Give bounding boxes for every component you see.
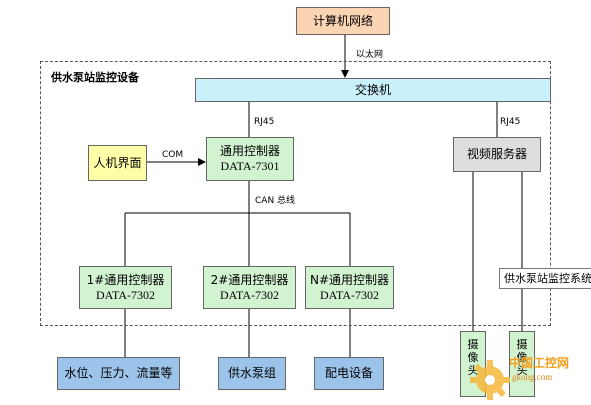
video-server-box: 视频服务器 (453, 137, 541, 172)
system-tooltip: 供水泵站监控系统 (499, 268, 591, 289)
sub-controller-name: N#通用控制器 (309, 272, 390, 287)
camera-char: 摄 (467, 338, 479, 351)
pump-group-label: 供水泵组 (227, 366, 276, 380)
region-title: 供水泵站监控设备 (51, 71, 139, 84)
rj45-right-label: RJ45 (500, 117, 521, 127)
camera-char: 像 (467, 351, 479, 364)
sub-controller-name: 2#通用控制器 (210, 272, 289, 287)
sensors-box: 水位、压力、流量等 (57, 357, 180, 390)
sub-controller-model: DATA-7302 (219, 287, 280, 302)
watermark-url: gkong.com (512, 372, 553, 382)
pump-group-box: 供水泵组 (218, 357, 286, 390)
can-bus-label: CAN 总线 (255, 196, 296, 206)
switch-box: 交换机 (195, 78, 551, 102)
video-server-label: 视频服务器 (466, 147, 527, 161)
sensors-label: 水位、压力、流量等 (64, 366, 173, 380)
sub-controller-name: 1#通用控制器 (86, 272, 165, 287)
pump-station-region (40, 61, 551, 326)
computer-network-label: 计算机网络 (312, 13, 373, 28)
gear-logo-icon (470, 360, 510, 400)
hmi-box: 人机界面 (88, 145, 147, 181)
sub-controller-model: DATA-7302 (95, 287, 156, 302)
camera-char: 摄 (516, 338, 528, 351)
sub-controller-model: DATA-7302 (319, 287, 380, 302)
hmi-label: 人机界面 (93, 155, 142, 170)
rj45-left-label: RJ45 (254, 117, 275, 127)
camera-char: 头 (467, 364, 479, 377)
sub-controller-1: 1#通用控制器 DATA-7302 (79, 266, 172, 309)
camera-char: 像 (516, 351, 528, 364)
watermark-text: 中国工控网 (509, 356, 570, 370)
camera-2: 摄 像 头 (509, 331, 535, 397)
sub-controller-n: N#通用控制器 DATA-7302 (305, 266, 394, 309)
power-equipment-label: 配电设备 (324, 366, 373, 380)
sub-controller-2: 2#通用控制器 DATA-7302 (203, 266, 296, 309)
switch-label: 交换机 (354, 82, 391, 97)
com-label: COM (162, 150, 184, 160)
power-equipment-box: 配电设备 (314, 357, 384, 390)
main-controller-model: DATA-7301 (220, 159, 280, 173)
main-controller-box: 通用控制器 DATA-7301 (206, 137, 294, 181)
camera-char: 头 (516, 364, 528, 377)
main-controller-name: 通用控制器 (219, 144, 280, 158)
computer-network-box: 计算机网络 (296, 7, 390, 35)
ethernet-label: 以太网 (356, 50, 384, 60)
